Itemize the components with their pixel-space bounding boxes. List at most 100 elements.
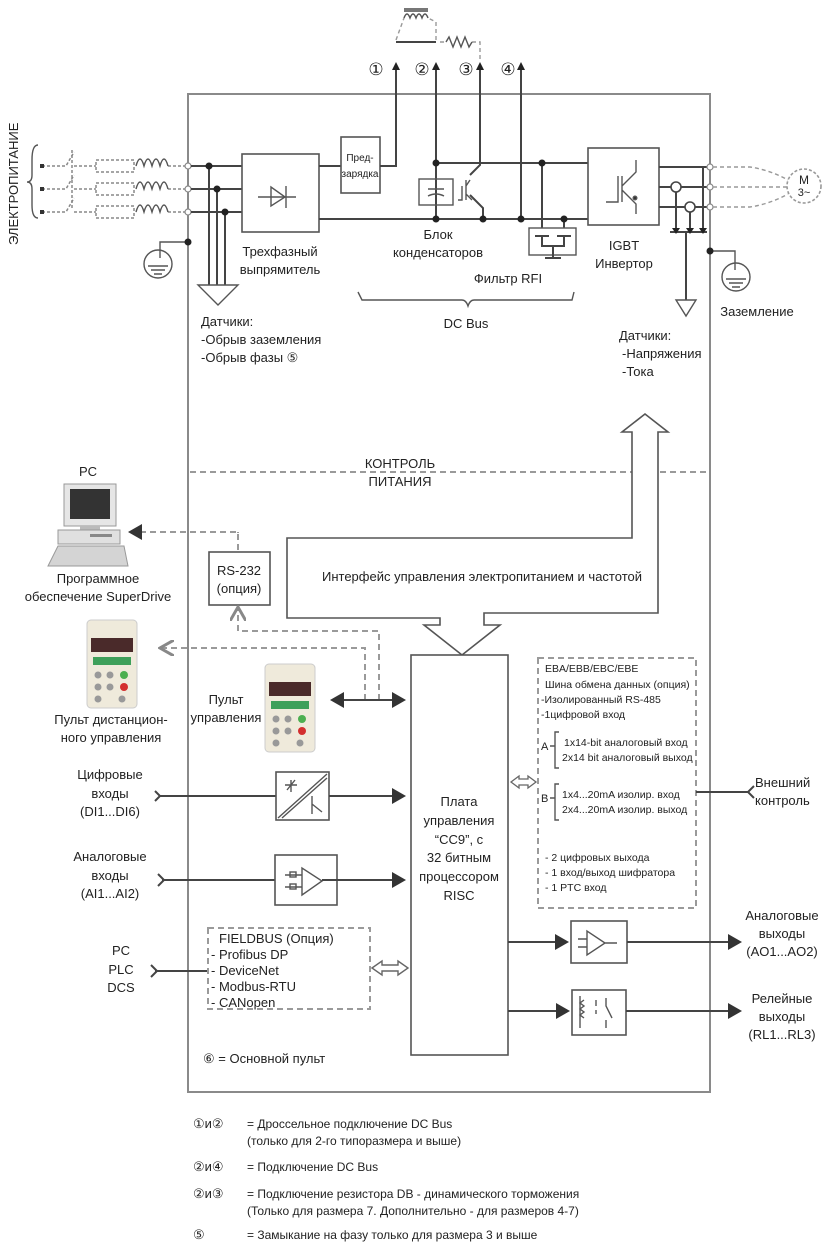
rfi-filter-label: Фильтр RFI [474,271,542,286]
fieldbus-source-pc: PC [112,943,130,958]
motor-icon: M 3~ [786,168,822,204]
control-board-label-4: 32 битным [427,850,491,865]
relay-outputs-label-1: Релейные [752,991,813,1006]
rfi-filter-icon [528,227,577,259]
ground-label-right: Заземление [720,304,793,319]
dc-choke-icon [395,8,437,43]
external-control-link [696,785,755,799]
legend: ①и② = Дроссельное подключение DC Bus (то… [193,1116,579,1242]
digital-inputs-label-1: Цифровые [77,767,143,782]
option-box-line-2: -Изолированный RS-485 [541,694,661,706]
fieldbus-bidirectional-arrow [370,959,410,977]
ground-icon-left [143,249,173,279]
igbt-label-2: Инвертор [595,256,653,271]
option-group-a-line-1: 1x14-bit аналоговый вход [564,737,688,749]
igbt-icon [606,160,638,214]
legend-key-3: ②и③ [193,1186,224,1201]
legend-text-4a: = Замыкание на фазу только для размера 3… [247,1228,538,1242]
power-control-label-2: ПИТАНИЯ [369,474,432,489]
relay-outputs-label-3: (RL1...RL3) [748,1027,815,1042]
terminal-4: ④ [500,60,515,79]
rs232-panel-link [238,609,380,700]
control-board-label-1: Плата [441,794,479,809]
digital-inputs-label-2: входы [91,786,128,801]
ground-icon-right [721,262,751,292]
option-box-line-1: Шина обмена данных (опция) [545,679,690,691]
remote-panel-label-2: ного управления [61,730,162,745]
main-panel-note: ⑥ = Основной пульт [203,1051,325,1066]
remote-keypad-icon [86,619,138,709]
fieldbus-source-dcs: DCS [107,980,135,995]
legend-text-3b: (Только для размера 7. Дополнительно - д… [247,1204,579,1218]
remote-panel-label-1: Пульт дистанцион- [54,712,167,727]
power-control-label-1: КОНТРОЛЬ [365,456,435,471]
sensors-right-title: Датчики: [619,328,671,343]
fieldbus-item-devicenet: - DeviceNet [211,963,279,978]
sensors-left-title: Датчики: [201,314,253,329]
power-supply-label: ЭЛЕКТРОПИТАНИЕ [6,122,21,245]
rectifier-input-lines [191,165,242,285]
option-group-b-label: B [541,793,548,805]
diode-icon [258,185,296,208]
analog-outputs-label-2: выходы [759,926,805,941]
relay-icon [578,996,613,1028]
inverter-output-lines [659,166,707,300]
external-control-label-2: контроль [755,793,810,808]
pc-software-label-1: Программное [57,571,140,586]
relay-output-block [571,989,627,1036]
power-frequency-interface-arrow [286,412,671,657]
optocoupler-icon [277,773,328,819]
legend-text-2a: = Подключение DC Bus [247,1160,378,1174]
fieldbus-item-modbus: - Modbus-RTU [211,979,296,994]
precharge-block [340,136,381,194]
igbt-block [587,147,660,226]
sensor-triangle-right [674,299,698,318]
analog-outputs-label-3: (AO1...AO2) [746,944,818,959]
rs232-label-2: (опция) [217,581,262,596]
rectifier-label-2: выпрямитель [240,262,321,277]
capacitor-icon [418,178,454,206]
fieldbus-title: FIELDBUS (Опция) [219,931,334,946]
sensor-triangle-left [196,284,240,306]
fieldbus-option-box [207,927,371,1010]
rs232-pc-link [128,524,239,550]
brake-resistor-icon [440,35,481,60]
pc-computer-icon [47,483,129,567]
analog-outputs-label-1: Аналоговые [745,908,818,923]
sensors-right-line-1: -Напряжения [622,346,702,361]
pc-label: PC [79,464,97,479]
analog-inputs-label-1: Аналоговые [73,849,146,864]
eba-ebb-option-box [537,657,697,909]
keypad-icon [264,663,316,753]
digital-inputs-label-3: (DI1...DI6) [80,804,140,819]
terminal-1: ① [368,60,383,79]
supply-brace [26,144,39,219]
dc-bus-label: DC Bus [444,316,489,331]
analog-output-amplifier-block [570,920,628,964]
control-board-label-3: “CC9”, с [435,832,484,847]
dc-bus-brace [357,291,575,309]
control-board-label-2: управления [424,813,495,828]
terminal-2: ② [414,60,429,79]
terminal-3: ③ [458,60,473,79]
option-box-title: EBA/EBB/EBC/EBE [545,663,638,675]
capacitor-label-2: конденсаторов [393,245,483,260]
legend-text-3a: = Подключение резистора DB - динамическо… [247,1187,579,1201]
drive-enclosure [187,93,711,1093]
legend-key-4: ⑤ [193,1227,205,1242]
legend-text-1a: = Дроссельное подключение DC Bus [247,1117,452,1131]
igbt-label-1: IGBT [609,238,639,253]
option-group-a-line-2: 2x14 bit аналоговый выход [562,752,693,764]
fieldbus-item-canopen: - CANopen [211,995,275,1010]
precharge-label-1: Пред- [346,153,373,164]
sensors-left-line-1: -Обрыв заземления [201,332,321,347]
sensors-left-line-2: -Обрыв фазы ⑤ [201,350,298,365]
remote-panel-link [162,648,366,700]
sensors-right-line-2: -Тока [622,364,654,379]
legend-text-1b: (только для 2-го типоразмера и выше) [247,1134,461,1148]
motor-connection [706,163,789,211]
option-bidirectional-arrow [509,774,538,790]
terminal-labels: ① ② ③ ④ [368,60,515,79]
control-board-label-5: процессором [419,869,499,884]
option-group-b-line-1: 1x4...20mA изолир. вход [562,789,680,801]
